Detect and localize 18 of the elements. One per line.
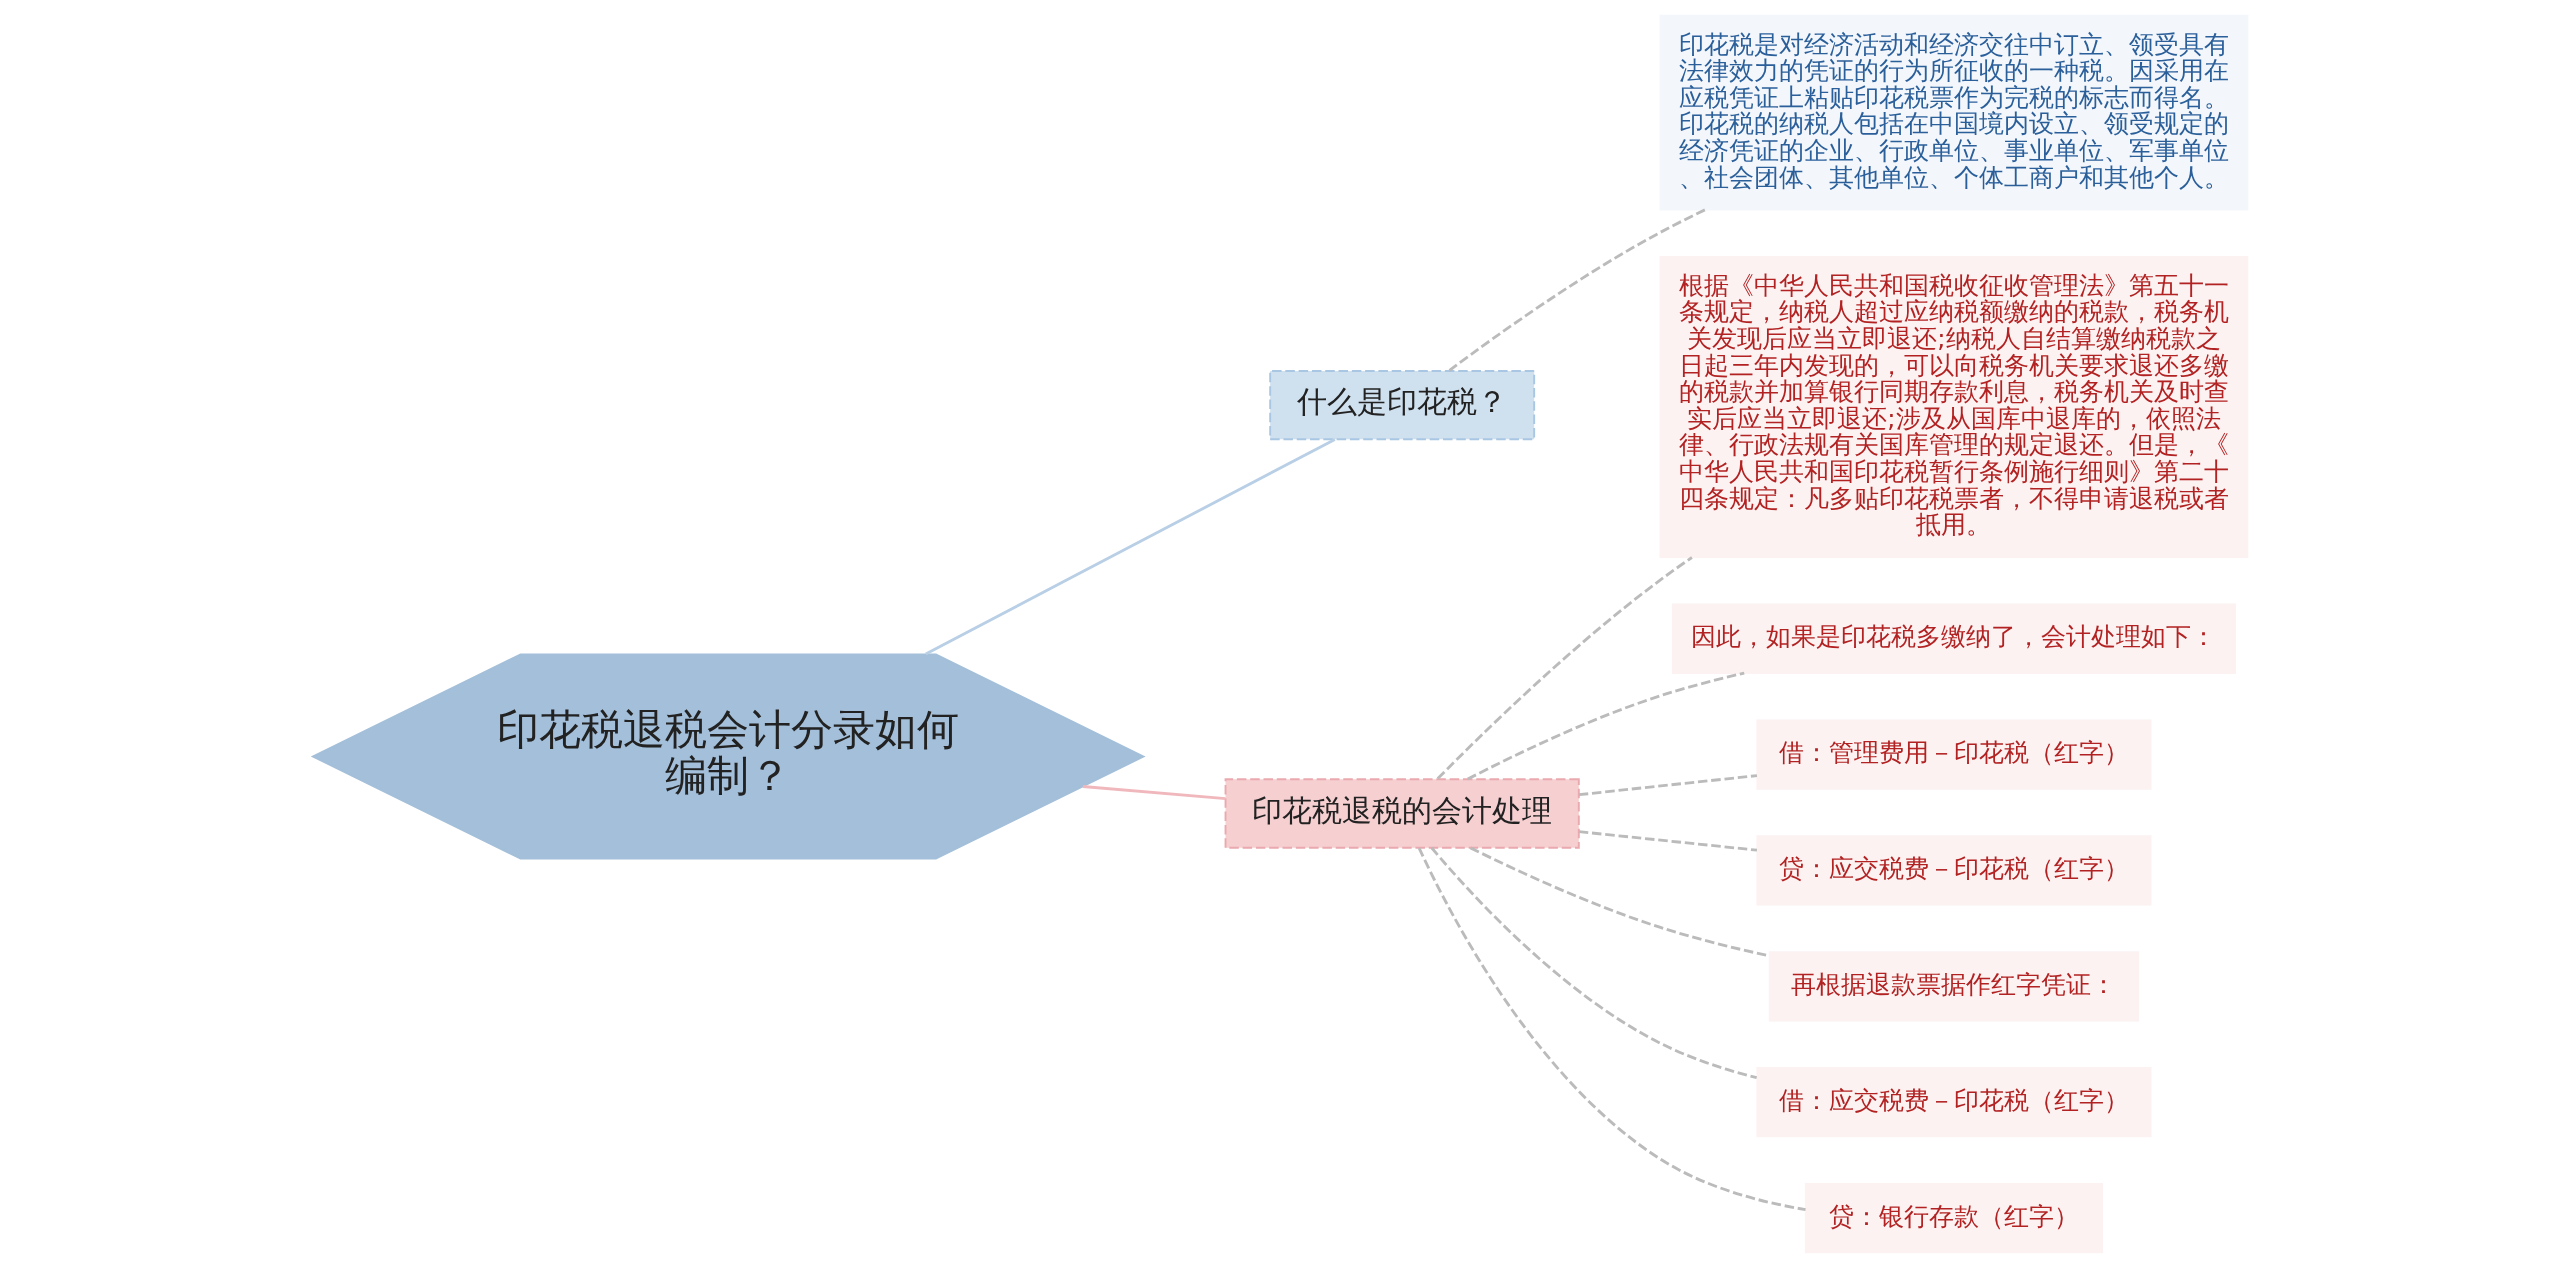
node-box: 因此，如果是印花税多缴纳了，会计处理如下： [1671, 603, 2236, 674]
node-box: 贷：应交税费－印花税（红字） [1756, 835, 2152, 906]
connector [1082, 785, 1226, 801]
connector [1448, 208, 1707, 372]
connector [1578, 830, 1758, 852]
node-box: 印花税是对经济活动和经济交往中订立、领受具有法律效力的凭证的行为所征收的一种税。因采用在应税凭证上粘贴印花税票作为完税的标志而得名。印花税的纳税人包括在中国境内设立、领受规定的经济凭证的企业、行政单位、事业单位、军事单位、社会团体、其他单位、个体工商户和其他个人。 [1659, 14, 2249, 211]
node-box: 借：管理费用－印花税（红字） [1756, 719, 2152, 790]
node-box: 根据《中华人民共和国税收征收管理法》第五十一条规定，纳税人超过应纳税额缴纳的税款，税务机关发现后应当立即退还;纳税人自结算缴纳税款之日起三年内发现的，可以向税务机关要求退还多缴的税款并加算银行同期存款利息，税务机关及时查实后应当立即退还;涉及从国库中退库的，依照法律、行政法规有关国库管理的规定退还。但是，《中华人民共和国印花税暂行条例施行细则》第二十四条规定：凡多贴印花税票者，不得申请退税或者抵用。 [1659, 256, 2249, 559]
node-box: 什么是印花税？ [1269, 370, 1536, 441]
connector [1417, 847, 1806, 1211]
connector [1578, 774, 1758, 797]
connector [1467, 671, 1745, 781]
node-box: 借：应交税费－印花税（红字） [1756, 1067, 2152, 1138]
connector [925, 438, 1336, 656]
node-box: 贷：银行存款（红字） [1804, 1182, 2104, 1254]
node-box: 印花税退税的会计处理 [1224, 778, 1580, 849]
connector [1436, 556, 1693, 780]
connector [1430, 846, 1758, 1080]
